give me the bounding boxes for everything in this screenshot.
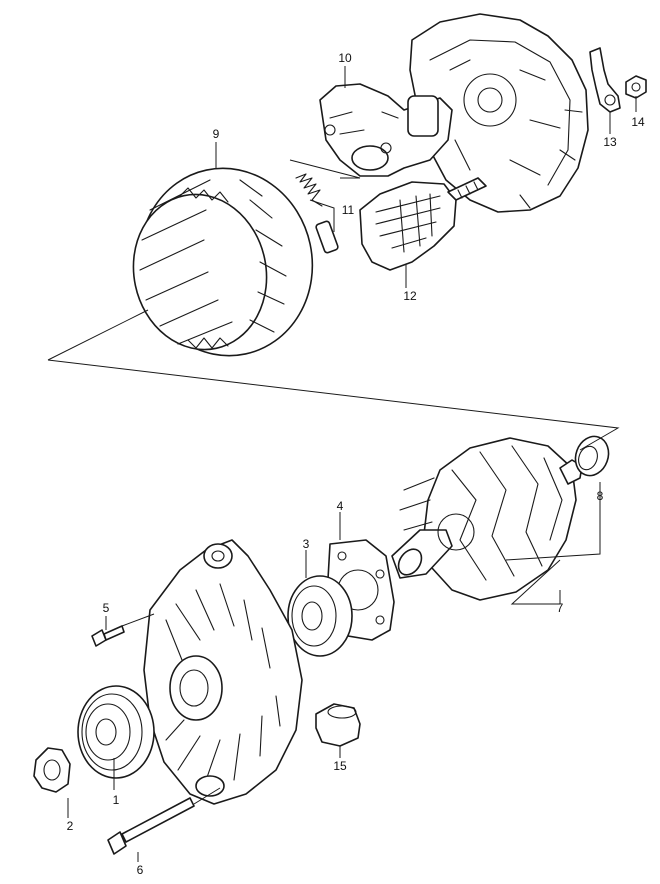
spacer-bushing — [315, 703, 361, 747]
screw-short — [91, 625, 125, 647]
callout-12: 12 — [403, 289, 417, 303]
callout-14: 14 — [631, 115, 645, 129]
rear-bearing — [574, 435, 610, 477]
callout-13: 13 — [603, 135, 617, 149]
front-housing — [143, 539, 303, 805]
terminal-bolt — [589, 47, 621, 113]
callout-5: 5 — [103, 601, 110, 615]
callout-4: 4 — [337, 499, 344, 513]
callout-8: 8 — [597, 489, 604, 503]
callout-15: 15 — [333, 759, 347, 773]
stator — [132, 167, 314, 357]
terminal-nut — [625, 75, 647, 99]
callout-3: 3 — [303, 537, 310, 551]
callout-11: 11 — [342, 203, 355, 217]
callout-6: 6 — [137, 863, 144, 877]
leader-lines — [47, 66, 637, 862]
callout-9: 9 — [213, 127, 220, 141]
through-bolt — [107, 797, 195, 855]
callout-1: 1 — [113, 793, 120, 807]
pulley-nut — [33, 747, 71, 793]
callout-7: 7 — [557, 601, 564, 615]
callout-10: 10 — [338, 51, 352, 65]
front-bearing — [287, 575, 353, 657]
pulley — [77, 685, 155, 779]
rectifier — [359, 177, 487, 271]
callout-labels: 1 2 3 4 5 6 7 8 9 10 11 12 13 14 15 — [67, 51, 645, 877]
rotor — [391, 437, 583, 601]
callout-2: 2 — [67, 819, 74, 833]
brush-holder — [319, 83, 453, 177]
brush-spring — [295, 173, 339, 254]
